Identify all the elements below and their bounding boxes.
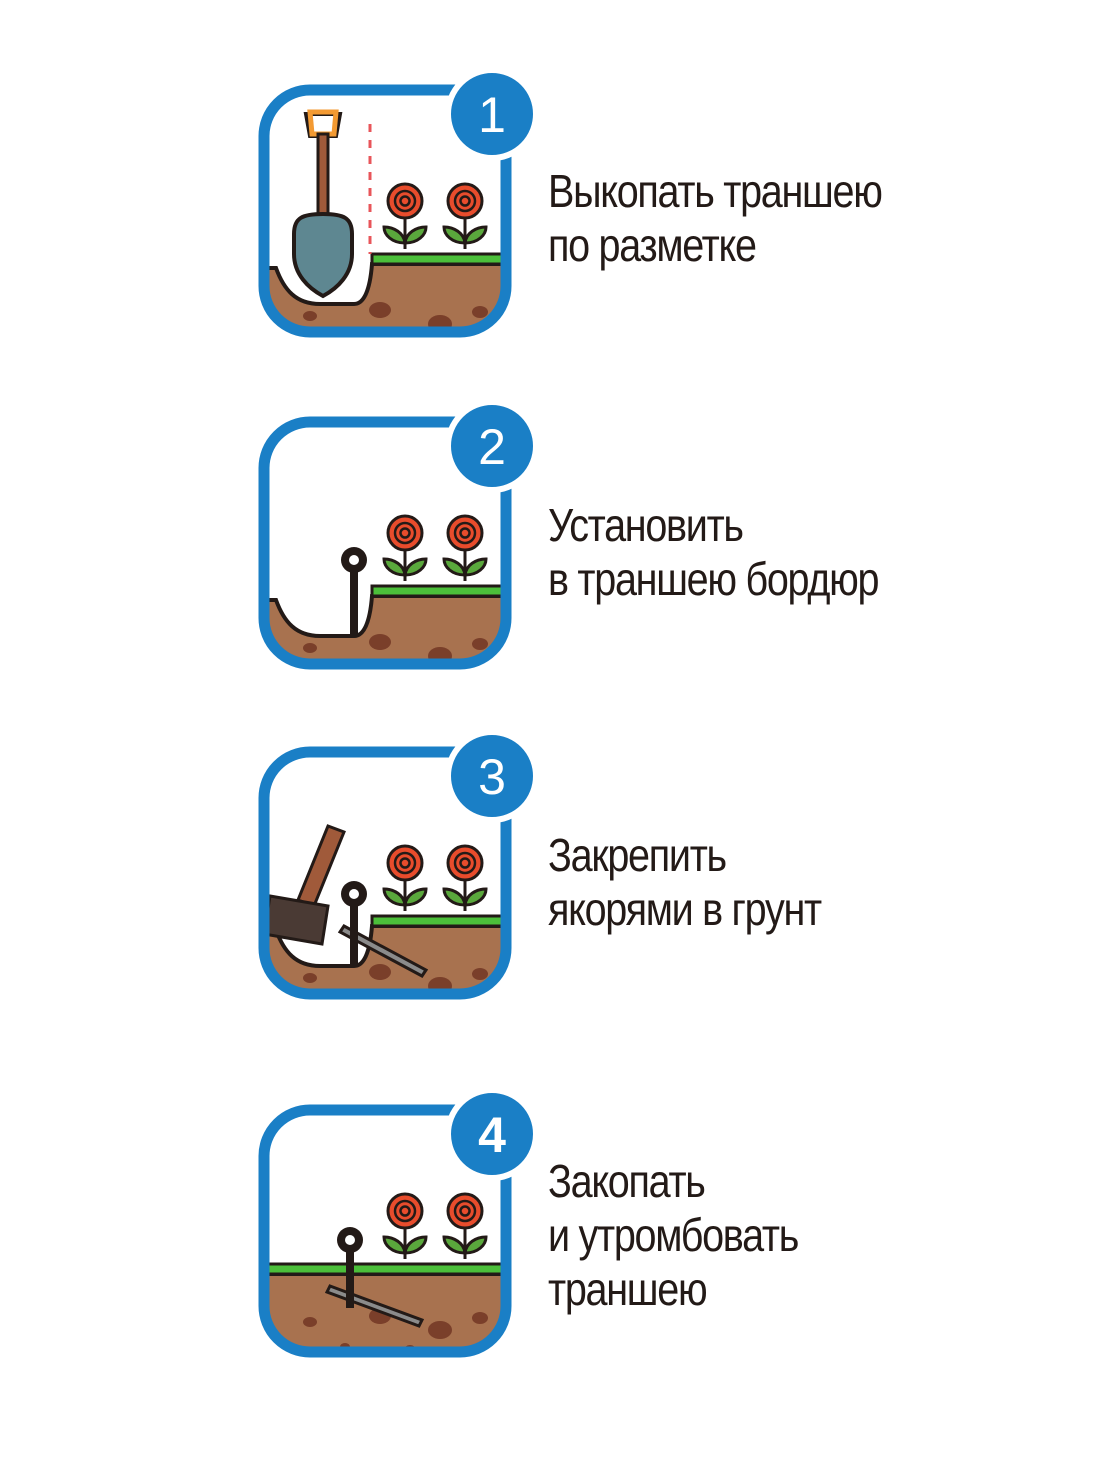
step-3-illustration: 3 [258, 729, 539, 1000]
step-2-text: Установить в траншею бордюр [548, 499, 880, 605]
step-number: 1 [478, 87, 506, 143]
shovel-icon [292, 109, 354, 299]
step-3: 3 Закрепить якорями в грунт [250, 729, 1010, 1030]
border-edge-icon [337, 1227, 363, 1308]
step-badge [445, 67, 539, 161]
step-1-text: Выкопать траншею по разметке [548, 165, 883, 271]
step-number: 2 [478, 419, 506, 475]
step-2-illustration: 2 [258, 399, 539, 670]
step-number: 4 [478, 1107, 506, 1163]
step-4-text: Закопать и утромбовать траншею [548, 1155, 799, 1315]
step-4-illustration: 4 [258, 1087, 539, 1358]
step-3-text: Закрепить якорями в грунт [548, 829, 822, 935]
step-1-illustration: 1 [258, 67, 539, 338]
anchor-peg-icon [337, 924, 429, 978]
step-4: 4 Закопать и утромбовать траншею [250, 1087, 1010, 1388]
step-2: 2 Установить в траншею бордюр [250, 399, 1010, 700]
step-badge [445, 399, 539, 493]
step-1: 1 Выкопать траншею по разметке [250, 67, 1010, 368]
border-edge-icon [341, 881, 367, 964]
step-badge [445, 1087, 539, 1181]
step-badge [445, 729, 539, 823]
border-edge-icon [341, 547, 367, 634]
step-number: 3 [478, 749, 506, 805]
